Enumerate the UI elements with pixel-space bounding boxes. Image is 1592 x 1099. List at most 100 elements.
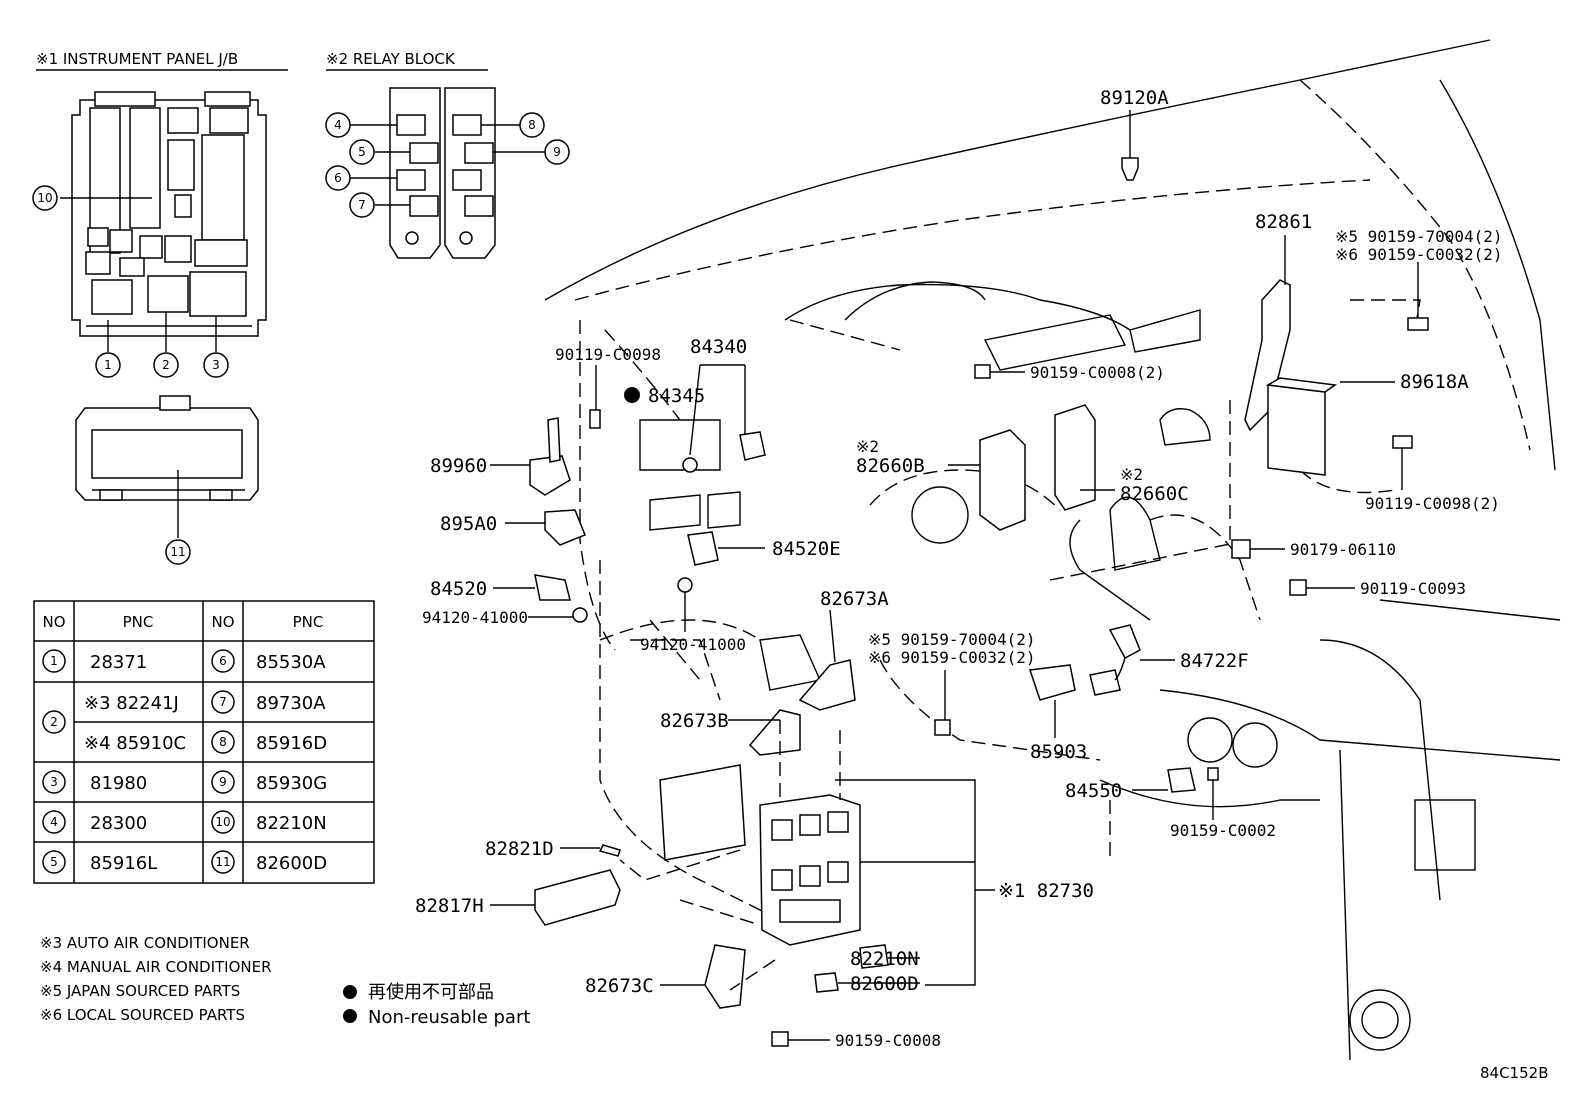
label-82673B: 82673B — [660, 710, 729, 732]
label-82660B: 82660B — [856, 455, 925, 477]
label-84520: 84520 — [430, 578, 487, 600]
table-row-1-pnc: 28371 — [90, 652, 147, 673]
label-84722F: 84722F — [1180, 650, 1249, 672]
non-reusable-dot-icon — [343, 985, 357, 999]
label-84340: 84340 — [690, 336, 747, 358]
relay-header: ※2 RELAY BLOCK — [326, 50, 456, 68]
table-row-1-pnc2: 85530A — [256, 652, 326, 673]
svg-text:4: 4 — [334, 118, 342, 132]
svg-text:1: 1 — [104, 358, 112, 372]
label-89960: 89960 — [430, 455, 487, 477]
non-reusable-dot-icon-2 — [343, 1009, 357, 1023]
table-header-pnc-2: PNC — [293, 613, 324, 631]
label-82660B-mark: ※2 — [856, 437, 879, 456]
table-row-4-no: 3 — [50, 775, 58, 789]
legend-jp: 再使用不可部品 — [368, 982, 494, 1003]
table-row-6-pnc2: 82600D — [256, 853, 327, 874]
note-4: ※4 MANUAL AIR CONDITIONER — [40, 958, 272, 976]
relay-block — [350, 87, 545, 259]
label-89120A: 89120A — [1100, 87, 1169, 109]
note-6: ※6 LOCAL SOURCED PARTS — [40, 1006, 245, 1024]
note-5: ※5 JAPAN SOURCED PARTS — [40, 982, 240, 1000]
label-895A0: 895A0 — [440, 513, 497, 535]
jb-callout-10: 10 — [32, 185, 58, 211]
label-90119-C0093: 90119-C0093 — [1360, 579, 1466, 598]
svg-text:7: 7 — [358, 198, 366, 212]
label-82210N: 82210N — [850, 948, 919, 970]
table-row-4-pnc: 81980 — [90, 773, 147, 794]
label-82673A: 82673A — [820, 588, 889, 610]
svg-text:3: 3 — [212, 358, 220, 372]
relay-callout-7: 7 — [349, 192, 375, 218]
table-row-5-pnc2: 82210N — [256, 813, 327, 834]
label-90119-C0098-2: 90119-C0098(2) — [1365, 494, 1500, 513]
jb-callout-1: 1 — [95, 352, 121, 378]
label-90179-06110: 90179-06110 — [1290, 540, 1396, 559]
table-row-2-pnc: ※3 82241J — [84, 693, 179, 714]
note-3: ※3 AUTO AIR CONDITIONER — [40, 934, 250, 952]
table-row-2-no: 2 — [50, 715, 58, 729]
label-82600D: 82600D — [850, 973, 919, 995]
label-90159-C0032-top: ※6 90159-C0032(2) — [1335, 245, 1503, 264]
relay-callout-4: 4 — [325, 112, 351, 138]
label-89618A: 89618A — [1400, 371, 1469, 393]
table-row-5-no: 4 — [50, 815, 58, 829]
jb-callout-11: 11 — [165, 539, 191, 565]
junction-block-top-view — [60, 91, 267, 337]
pnc-table — [33, 600, 375, 884]
svg-text:10: 10 — [37, 191, 52, 205]
table-row-3-pnc2: 85916D — [256, 733, 327, 754]
table-row-6-no2: 11 — [215, 855, 230, 869]
table-row-1-no: 1 — [50, 654, 58, 668]
label-85903: 85903 — [1030, 741, 1087, 763]
table-row-6-pnc: 85916L — [90, 853, 157, 874]
table-row-6-no: 5 — [50, 855, 58, 869]
relay-callout-8: 8 — [519, 112, 545, 138]
label-84550: 84550 — [1065, 780, 1122, 802]
svg-text:8: 8 — [528, 118, 536, 132]
relay-callout-5: 5 — [349, 139, 375, 165]
jb-callout-2: 2 — [153, 352, 179, 378]
label-82861: 82861 — [1255, 211, 1312, 233]
label-94120-41000-a: 94120-41000 — [422, 608, 528, 627]
svg-text:6: 6 — [334, 171, 342, 185]
table-row-5-pnc: 28300 — [90, 813, 147, 834]
table-row-3-pnc: ※4 85910C — [84, 733, 186, 754]
table-header-pnc: PNC — [123, 613, 154, 631]
junction-block-side-view — [75, 395, 259, 538]
label-84520E: 84520E — [772, 538, 841, 560]
label-82730: ※1 82730 — [998, 880, 1094, 902]
table-row-3-no2: 8 — [219, 735, 227, 749]
label-90159-C0002: 90159-C0002 — [1170, 821, 1276, 840]
label-82673C: 82673C — [585, 975, 654, 997]
table-row-1-no2: 6 — [219, 654, 227, 668]
label-82660C-mark: ※2 — [1120, 465, 1143, 484]
jb-callout-lines — [107, 312, 217, 352]
jb-callout-3: 3 — [203, 352, 229, 378]
table-row-2-no2: 7 — [219, 695, 227, 709]
diagram-code: 84C152B — [1480, 1064, 1548, 1082]
label-84345: 84345 — [648, 385, 705, 407]
label-82817H: 82817H — [415, 895, 484, 917]
svg-text:2: 2 — [162, 358, 170, 372]
svg-text:5: 5 — [358, 145, 366, 159]
jb-header: ※1 INSTRUMENT PANEL J/B — [36, 50, 238, 68]
table-row-4-no2: 9 — [219, 775, 227, 789]
label-90159-70004-mid: ※5 90159-70004(2) — [868, 630, 1036, 649]
svg-text:11: 11 — [170, 545, 185, 559]
label-90119-C0098: 90119-C0098 — [555, 345, 661, 364]
part-shapes — [490, 110, 1429, 1047]
svg-text:9: 9 — [553, 145, 561, 159]
table-header-no: NO — [42, 613, 65, 631]
relay-callout-9: 9 — [544, 139, 570, 165]
label-90159-C0008-2: 90159-C0008(2) — [1030, 363, 1165, 382]
non-reusable-dot-icon-3 — [624, 387, 640, 403]
legend-en: Non-reusable part — [368, 1007, 530, 1028]
label-90159-C0008: 90159-C0008 — [835, 1031, 941, 1050]
label-82660C: 82660C — [1120, 483, 1189, 505]
relay-callout-6: 6 — [325, 165, 351, 191]
label-94120-41000-b: 94120-41000 — [640, 635, 746, 654]
label-90159-C0032-mid: ※6 90159-C0032(2) — [868, 648, 1036, 667]
label-90159-70004-top: ※5 90159-70004(2) — [1335, 227, 1503, 246]
